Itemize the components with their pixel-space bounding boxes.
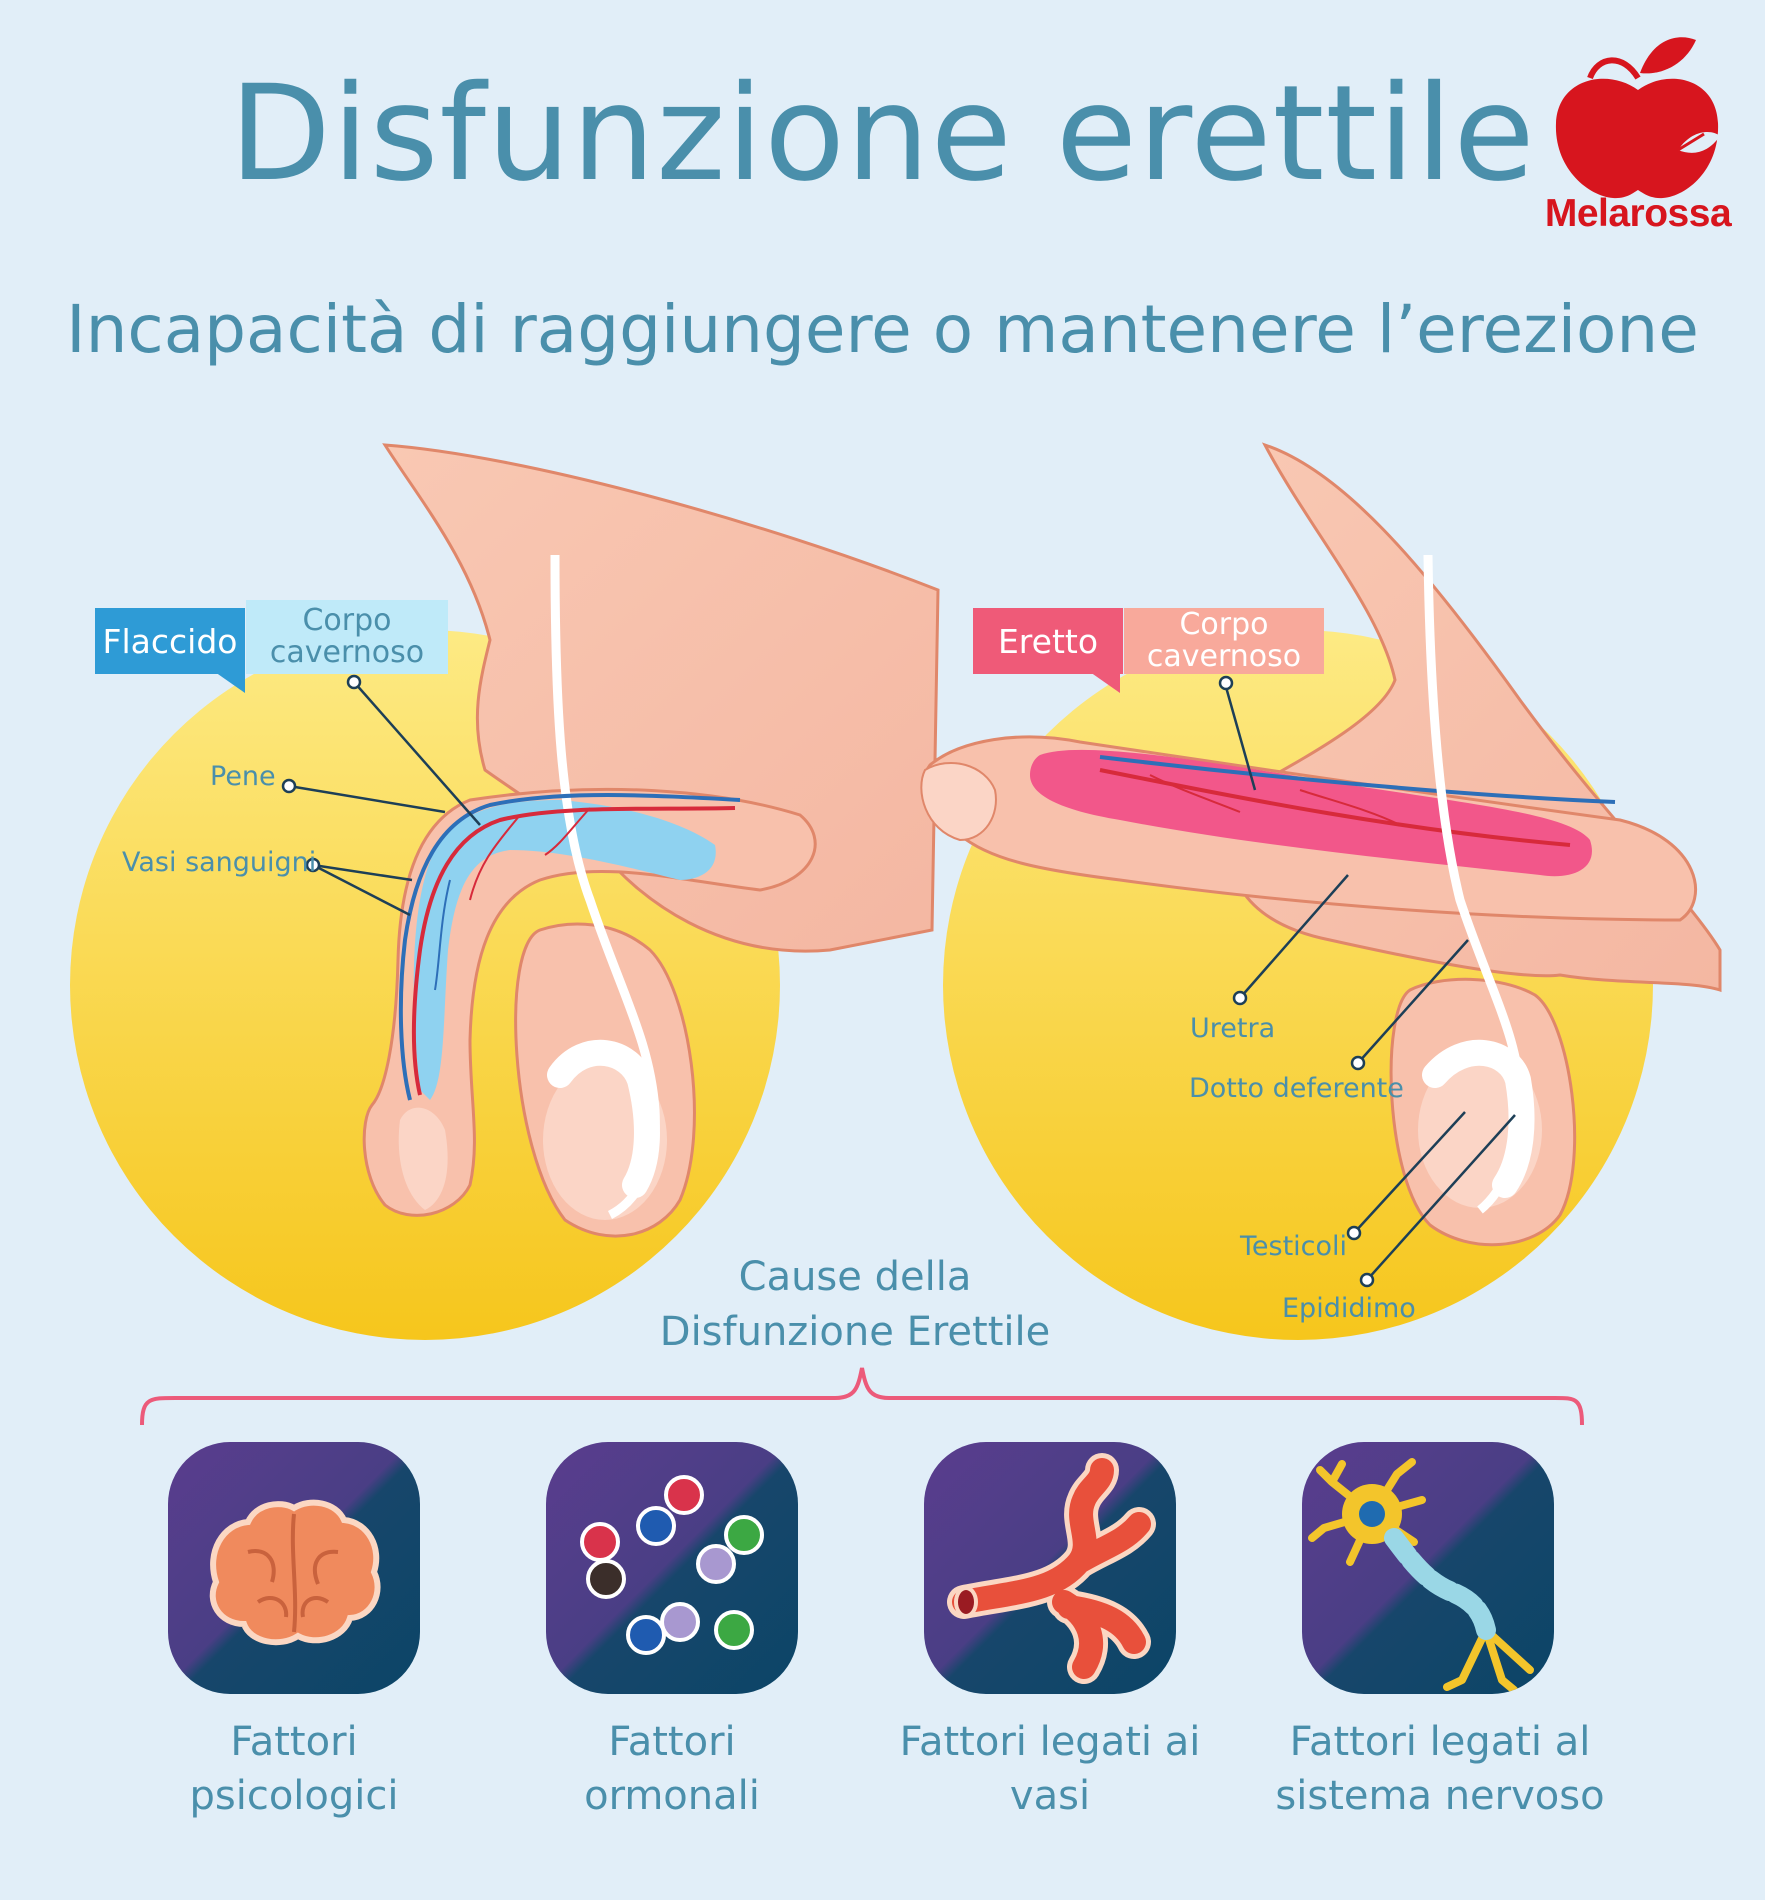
erect-blood-vessel-blue (1099, 755, 1616, 804)
hormonal-factors-caption: Fattori ormonali (520, 1715, 824, 1823)
causes-brace (140, 1367, 1584, 1426)
blood-vessel-icon (947, 1453, 1156, 1684)
causes-title-line2: Disfunzione Erettile (659, 1309, 1051, 1356)
flaccid-corpus-label: Corpo cavernoso (246, 600, 448, 674)
hormonal-factors-line1: Fattori (608, 1719, 736, 1765)
hormone-molecules-icon (580, 1475, 764, 1655)
vascular-factors-line1: Fattori legati ai vasi (899, 1719, 1201, 1819)
flaccid-corpus-label-line1: Corpo (302, 602, 392, 638)
psychological-factors-caption: Fattori psicologici (143, 1715, 445, 1823)
epididymis-label: Epididimo (1282, 1293, 1416, 1324)
flaccid-blood-vessel-red (412, 806, 736, 1096)
apple-logo-icon (1555, 37, 1720, 199)
flaccid-state-tag: Flaccido (95, 608, 245, 674)
psychological-factors-line1: Fattori (230, 1719, 358, 1765)
nervous-factors-line1: Fattori legati al (1289, 1719, 1591, 1765)
psychological-factors-line2: psicologici (189, 1773, 399, 1819)
erect-blood-vessel-red (1099, 768, 1571, 847)
hormonal-factors-card (546, 1442, 798, 1694)
urethra-label: Uretra (1190, 1013, 1276, 1044)
erect-state-tag: Eretto (973, 608, 1123, 674)
brand-name: Melarossa (1544, 192, 1732, 235)
vascular-factors-caption: Fattori legati ai vasi (876, 1715, 1224, 1823)
psychological-factors-card (168, 1442, 420, 1694)
vas-deferens-label: Dotto deferente (1189, 1073, 1404, 1104)
erect-corpus-label-line1: Corpo (1179, 606, 1269, 642)
flaccid-blood-vessel-blue (398, 793, 741, 1101)
causes-title-line1: Cause della (738, 1254, 972, 1300)
neuron-icon (1308, 1458, 1534, 1694)
flaccid-corpus-label-line2: cavernoso (269, 635, 425, 670)
brain-icon (209, 1499, 381, 1646)
nervous-factors-card (1302, 1442, 1554, 1694)
testicles-label: Testicoli (1240, 1231, 1348, 1262)
erect-corpus-label-line2: cavernoso (1146, 639, 1302, 674)
nervous-factors-line2: sistema nervoso (1275, 1773, 1605, 1819)
flaccid-penis (362, 787, 817, 1217)
flaccid-corpus-cavernosum (413, 800, 716, 1100)
erect-corpus-label: Corpo cavernoso (1124, 608, 1324, 674)
blood-vessels-label: Vasi sanguigni (122, 847, 317, 878)
hormonal-factors-line2: ormonali (584, 1773, 760, 1819)
penis-label: Pene (210, 761, 276, 792)
nervous-factors-caption: Fattori legati al sistema nervoso (1270, 1715, 1610, 1823)
vascular-factors-card (924, 1442, 1176, 1694)
page-title: Disfunzione erettile (229, 57, 1536, 211)
page-subtitle: Incapacità di raggiungere o mantenere l’… (66, 291, 1699, 368)
causes-title: Cause della Disfunzione Erettile (600, 1250, 1110, 1360)
